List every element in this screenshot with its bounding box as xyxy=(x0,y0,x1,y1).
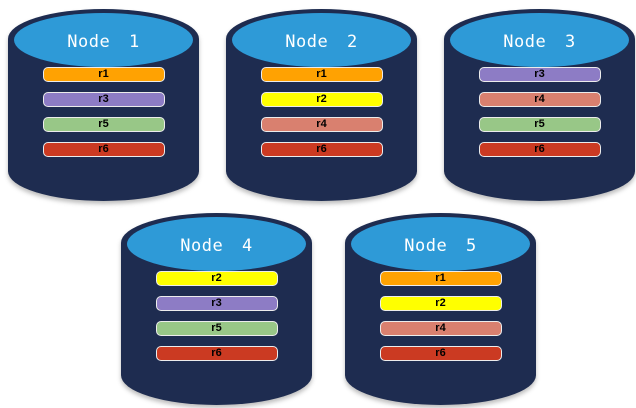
replica-bar: r3 xyxy=(155,296,278,311)
replica-label: r6 xyxy=(435,347,446,359)
node-title: Node 2 xyxy=(285,32,358,52)
replica-label: r6 xyxy=(534,143,545,155)
replica-bar: r4 xyxy=(478,92,601,107)
cylinder-top-ellipse: Node 1 xyxy=(14,13,193,67)
replica-label: r6 xyxy=(211,347,222,359)
replica-label: r3 xyxy=(211,297,222,309)
replica-bar: r4 xyxy=(379,321,502,336)
replica-bar: r4 xyxy=(260,117,383,132)
replica-label: r2 xyxy=(316,93,327,105)
replica-bar: r1 xyxy=(42,67,165,82)
replica-bar: r2 xyxy=(155,271,278,286)
replica-label: r2 xyxy=(435,297,446,309)
node-title: Node 1 xyxy=(67,32,140,52)
database-node: Node 4 r2 r3 r5 r6 xyxy=(121,213,312,405)
replica-bar: r5 xyxy=(478,117,601,132)
replica-label: r3 xyxy=(534,68,545,80)
node-title: Node 3 xyxy=(503,32,576,52)
replica-bar: r3 xyxy=(42,92,165,107)
database-node: Node 5 r1 r2 r4 r6 xyxy=(345,213,536,405)
node-title: Node 4 xyxy=(180,236,253,256)
replica-label: r6 xyxy=(98,143,109,155)
replica-label: r6 xyxy=(316,143,327,155)
replica-label: r4 xyxy=(534,93,545,105)
replica-list: r1 r2 r4 r6 xyxy=(226,67,417,157)
replica-label: r5 xyxy=(98,118,109,130)
replica-bar: r6 xyxy=(478,142,601,157)
replica-bar: r1 xyxy=(379,271,502,286)
replica-list: r1 r3 r5 r6 xyxy=(8,67,199,157)
replica-list: r1 r2 r4 r6 xyxy=(345,271,536,361)
replica-bar: r6 xyxy=(42,142,165,157)
cylinder-top-ellipse: Node 2 xyxy=(232,13,411,67)
replica-bar: r6 xyxy=(260,142,383,157)
cylinder-top-ellipse: Node 3 xyxy=(450,13,629,67)
replica-bar: r3 xyxy=(478,67,601,82)
replica-label: r5 xyxy=(211,322,222,334)
database-node: Node 2 r1 r2 r4 r6 xyxy=(226,9,417,201)
replica-bar: r2 xyxy=(379,296,502,311)
cylinder-top-ellipse: Node 4 xyxy=(127,217,306,271)
replica-bar: r5 xyxy=(42,117,165,132)
replica-label: r3 xyxy=(98,93,109,105)
database-node: Node 3 r3 r4 r5 r6 xyxy=(444,9,635,201)
cylinder-top-ellipse: Node 5 xyxy=(351,217,530,271)
replica-label: r4 xyxy=(435,322,446,334)
replica-bar: r2 xyxy=(260,92,383,107)
replica-list: r2 r3 r5 r6 xyxy=(121,271,312,361)
replica-label: r1 xyxy=(316,68,327,80)
node-title: Node 5 xyxy=(404,236,477,256)
node-row-bottom: Node 4 r2 r3 r5 r6 Node 5 r1 r2 r4 r6 xyxy=(121,213,536,405)
replica-bar: r6 xyxy=(379,346,502,361)
replica-label: r1 xyxy=(98,68,109,80)
node-row-top: Node 1 r1 r3 r5 r6 Node 2 r1 r2 r4 r6 No… xyxy=(8,9,635,201)
replica-label: r4 xyxy=(316,118,327,130)
replica-bar: r1 xyxy=(260,67,383,82)
replica-label: r2 xyxy=(211,272,222,284)
replica-bar: r5 xyxy=(155,321,278,336)
replica-list: r3 r4 r5 r6 xyxy=(444,67,635,157)
replica-bar: r6 xyxy=(155,346,278,361)
replica-label: r1 xyxy=(435,272,446,284)
database-node: Node 1 r1 r3 r5 r6 xyxy=(8,9,199,201)
replica-label: r5 xyxy=(534,118,545,130)
